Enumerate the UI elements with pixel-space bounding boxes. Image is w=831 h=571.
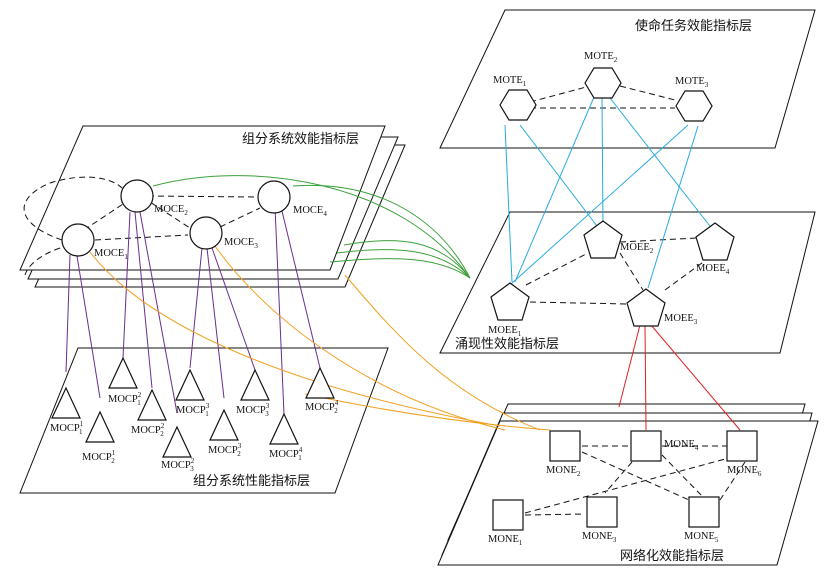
mocp-3-2-node	[209, 408, 239, 441]
moce3-node	[189, 216, 223, 250]
moee1-label: MOEE1	[488, 325, 522, 338]
moce4-label: MOCE4	[293, 205, 327, 218]
mocp-2-3-node	[162, 425, 192, 458]
mote1-label: MOTE1	[493, 75, 527, 88]
mone2-label: MONE2	[546, 465, 581, 478]
moee3-node	[626, 288, 666, 327]
moee2-label: MOEE2	[620, 242, 654, 255]
red-links	[618, 324, 741, 431]
mote3-label: MOTE3	[675, 76, 709, 89]
moce2-node	[120, 179, 154, 213]
emergent-layer-title: 涌现性效能指标层	[455, 336, 559, 351]
purple-links	[65, 206, 321, 415]
mone4-node	[630, 430, 662, 462]
mocp-3-1-node	[175, 368, 205, 401]
mocp-2-2-node	[137, 388, 167, 421]
component-effect-plane	[19, 125, 386, 271]
moee1-node	[490, 282, 530, 321]
moee4-label: MOEE4	[696, 263, 730, 276]
moee3-label: MOEE3	[664, 313, 698, 326]
mone5-label: MONE5	[684, 531, 719, 544]
mone3-label: MONE3	[582, 531, 617, 544]
mone4-label: MONE4	[664, 439, 699, 452]
mone6-label: MONE6	[727, 465, 762, 478]
blue-links	[504, 96, 714, 289]
mone1-node	[492, 499, 524, 531]
network-layer-title: 网络化效能指标层	[620, 548, 724, 563]
emergent-dashed-links	[525, 237, 707, 305]
moce2-label: MOCE2	[154, 204, 188, 217]
green-links	[152, 175, 471, 279]
component-perf-layer-title: 组分系统性能指标层	[193, 473, 310, 488]
moce3-label: MOCE3	[224, 237, 258, 250]
mote2-label: MOTE2	[584, 51, 618, 64]
mone2-node	[549, 430, 581, 462]
mocp-1-1-node	[51, 386, 81, 419]
mone5-node	[688, 496, 720, 528]
moce1-label: MOCE1	[94, 248, 128, 261]
moce1-node	[61, 223, 95, 257]
mocp-1-2-node	[85, 410, 115, 443]
mote3-node	[675, 90, 713, 122]
orange-links	[89, 245, 551, 431]
component-effect-dashed-links	[23, 176, 261, 276]
component-effect-layer-title: 组分系统效能指标层	[242, 131, 359, 146]
mission-layer-plane	[439, 9, 816, 149]
mone1-label: MONE1	[488, 534, 523, 547]
mocp-4-2-node	[305, 366, 335, 399]
mocp-2-1-node	[108, 356, 138, 389]
mote2-node	[584, 67, 622, 99]
network-dashed-links	[524, 445, 746, 516]
moee2-node	[583, 220, 623, 259]
mote1-node	[499, 89, 537, 121]
mission-layer-title: 使命任务效能指标层	[635, 18, 752, 33]
mocp-3-3-node	[240, 368, 270, 401]
mone3-node	[586, 496, 618, 528]
mocp-4-1-node	[269, 412, 299, 445]
moee4-node	[695, 222, 735, 261]
mone6-node	[726, 430, 758, 462]
network-layer-plane	[437, 420, 819, 566]
moce4-node	[257, 180, 291, 214]
component-perf-plane	[19, 347, 389, 494]
